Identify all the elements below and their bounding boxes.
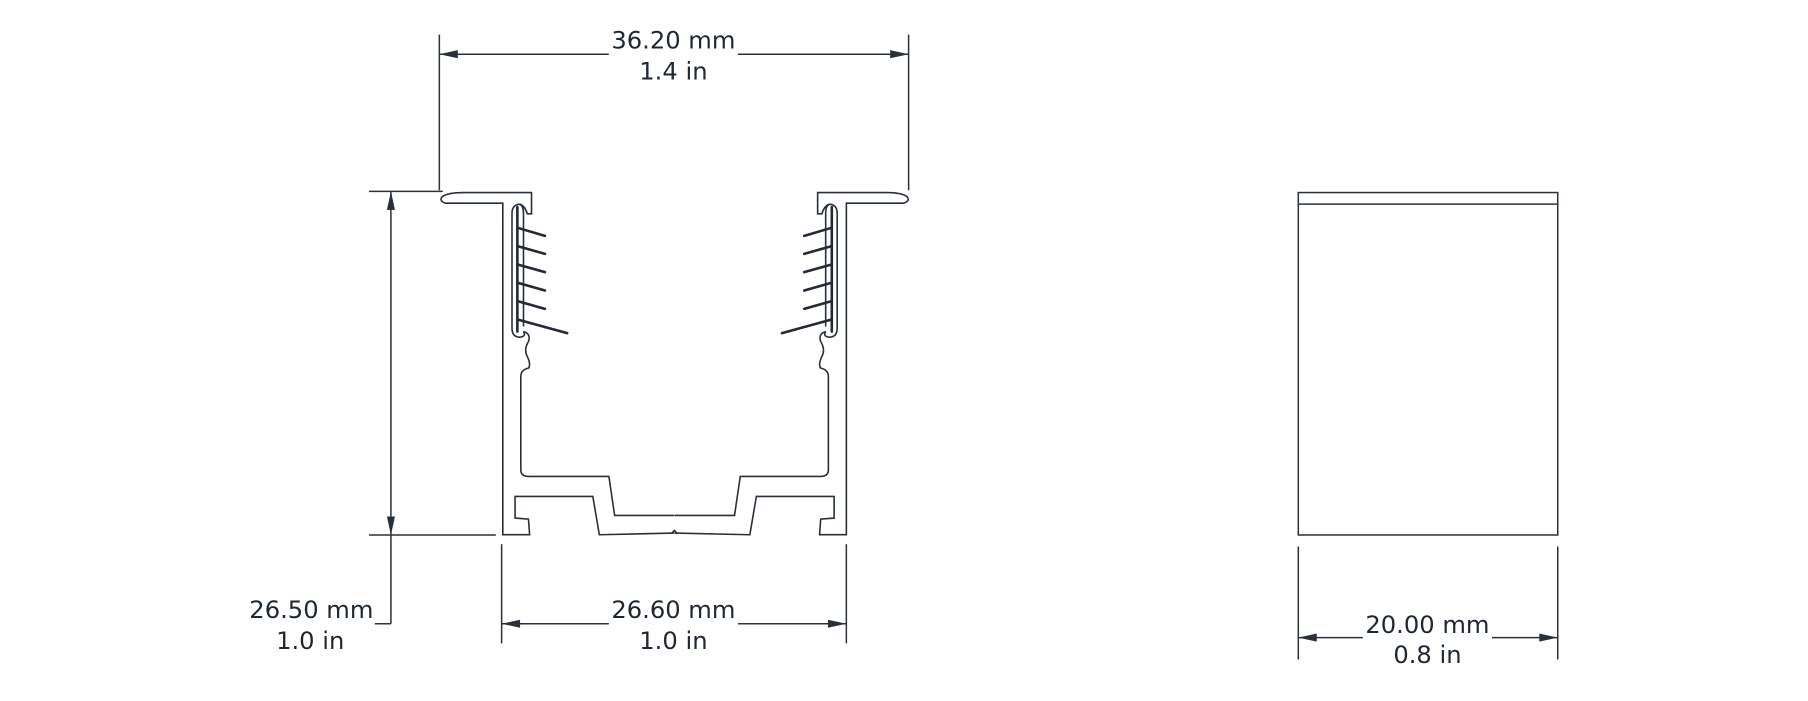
fin (519, 228, 545, 236)
dim-mm-label: 20.00 mm (1365, 611, 1489, 639)
profile-inner-channel (521, 331, 675, 515)
arrowhead-icon (386, 191, 395, 210)
dimension-side-length: 20.00 mm 0.8 in (1297, 546, 1559, 669)
arrowhead-icon (827, 619, 847, 628)
dim-mm-label: 26.50 mm (249, 596, 373, 624)
side-view-outline (1297, 191, 1559, 536)
arrowhead-icon (501, 619, 521, 628)
center-notch (671, 530, 677, 533)
arrowhead-icon (386, 516, 395, 535)
dim-mm-label: 26.60 mm (611, 596, 735, 624)
fin (519, 320, 567, 333)
dimension-overall-width: 36.20 mm 1.4 in (438, 26, 910, 191)
dim-in-label: 1.4 in (639, 58, 707, 86)
arrowhead-icon (1539, 633, 1558, 642)
fin (519, 283, 545, 290)
profile-right-half (675, 193, 908, 535)
clip-slot (512, 204, 524, 337)
dim-in-label: 1.0 in (639, 627, 707, 655)
arrowhead-icon (1298, 633, 1317, 642)
profile-outer-shell (441, 193, 674, 535)
profile-cross-section (441, 193, 908, 535)
fin (519, 301, 545, 308)
fin (519, 265, 545, 272)
profile-left-half (441, 193, 674, 535)
dim-in-label: 0.8 in (1393, 641, 1461, 669)
arrowhead-icon (439, 50, 458, 59)
dimension-height: 26.50 mm 1.0 in (249, 190, 496, 655)
dim-mm-label: 36.20 mm (611, 26, 735, 54)
dimension-body-width: 26.60 mm 1.0 in (500, 544, 848, 655)
side-view (1297, 191, 1559, 536)
dim-in-label: 1.0 in (276, 627, 344, 655)
fin (519, 247, 545, 254)
arrowhead-icon (890, 50, 909, 59)
